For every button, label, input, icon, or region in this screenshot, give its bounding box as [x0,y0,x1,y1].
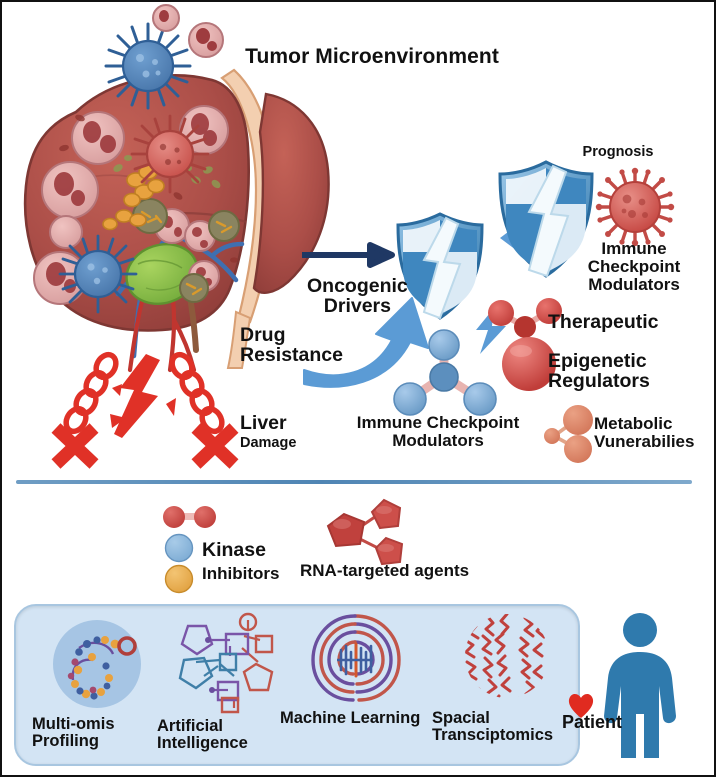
circle-orange-icon [164,564,194,594]
liver-damage-primary-label: Liver [240,412,287,434]
inhibitors-label: Inhibitors [202,564,280,583]
arrow-right-icon [300,240,400,270]
virus-icon-blue-2 [58,234,138,314]
molecule-salmon-icon [542,404,608,464]
omics-circle-icon [32,618,162,714]
arrow-curved-up-icon [302,296,432,388]
oncogenic-drivers-label: Oncogenic Drivers [307,275,408,318]
panel-item-machine-learning[interactable]: Machine Learning [280,610,430,727]
page-title: Tumor Microenvironment [245,45,499,68]
panel-item-spatial-transcriptomics[interactable]: Spacial Transciptomics [432,610,582,745]
shield-cracked-icon-large [496,160,596,278]
molecule-blue-icon [393,329,500,418]
prognosis-label: Prognosis [582,144,654,160]
panel-item-label: Spacial Transciptomics [432,709,554,745]
patient-icon [592,612,688,762]
kinase-label: Kinase [202,539,266,561]
molecule-red-dimer-icon [162,504,218,530]
rna-targeted-agents-label: RNA-targeted agents [300,561,470,580]
shield-cracked-icon-small [394,212,486,320]
metabolic-vulnerabilities-label: Metabolic Vunerabilies [594,414,695,451]
virus-icon-blue [104,22,192,110]
circle-blue-icon [164,533,194,563]
liver-with-tumors-illustration [2,4,330,380]
virus-icon-red [130,114,210,194]
network-nodes-icon [157,612,297,714]
immune-checkpoint-modulators-right-label: Immune Checkpoint Modulators [587,239,681,294]
virus-icon [595,167,675,247]
panel-item-multi-omics[interactable]: Multi-omis Profiling [32,618,162,751]
immune-checkpoint-modulators-center-label: Immune Checkpoint Modulators [356,413,520,450]
therapeutic-label: Therapeutic [548,311,659,333]
panel-item-label: Artificial Intelligence [157,717,248,753]
lightning-crack-icon [472,308,512,354]
pentagon-cluster-red-icon [320,498,410,570]
fingerprint-barcode-icon [280,610,430,706]
broken-chain-icon [51,351,244,472]
spatial-dots-icon [432,610,582,706]
panel-item-label: Multi-omis Profiling [32,715,115,751]
drug-resistance-label: Drug Resistance [240,324,343,367]
patient-label: Patient [562,712,623,732]
section-divider [16,480,692,484]
liver-damage-secondary-label: Damage [240,435,297,451]
panel-item-artificial-intelligence[interactable]: Artificial Intelligence [157,612,297,753]
heart-icon [566,692,596,720]
epigenetic-regulators-label: Epigenetic Regulators [548,350,650,393]
panel-item-label: Machine Learning [280,709,421,727]
molecule-red-icon [484,298,580,394]
